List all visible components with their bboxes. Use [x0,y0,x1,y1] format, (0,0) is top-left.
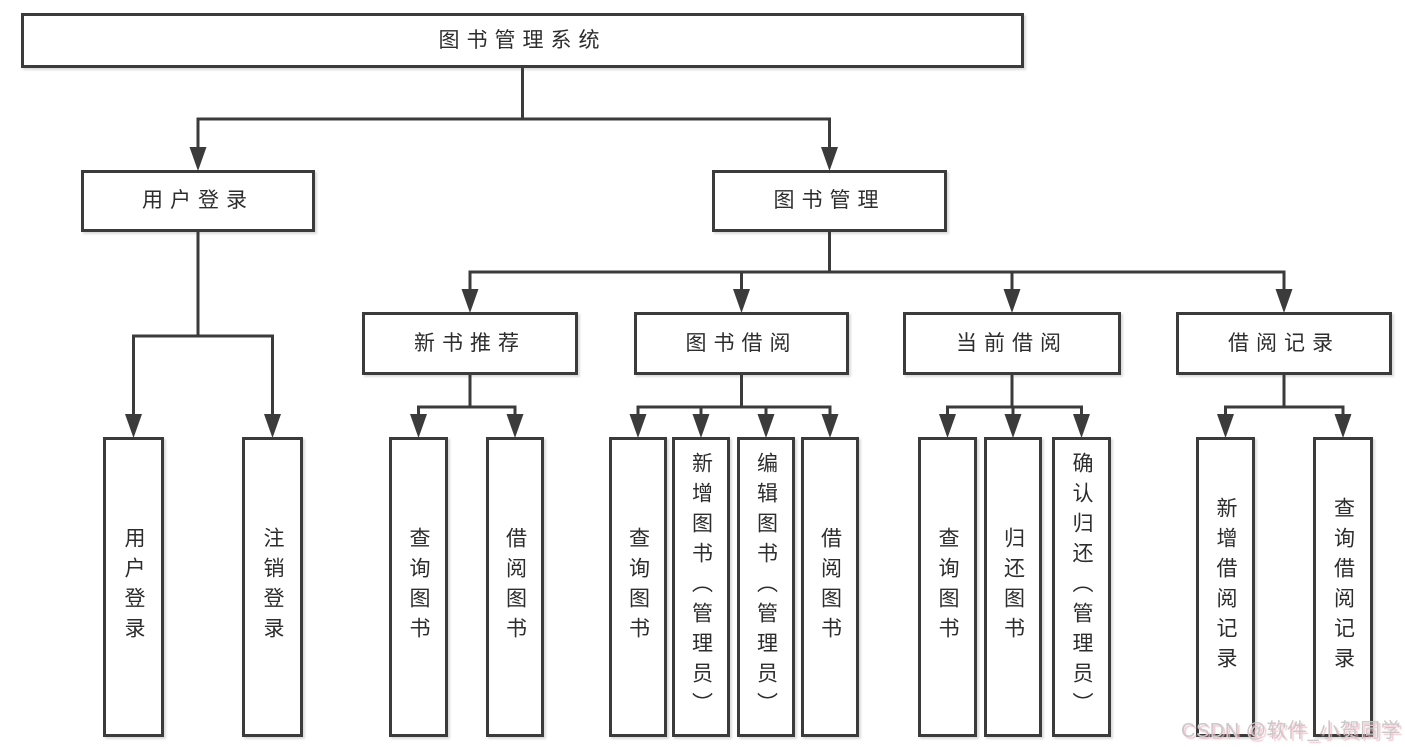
node-label-leaf-bb-query: 查询图书 [626,527,650,647]
node-label-leaf-br-query: 查询借阅记录 [1331,497,1355,677]
node-label-leaf-bb-borrow: 借阅图书 [818,527,842,647]
diagram-node-leaf-nbr-query: 查询图书 [389,437,448,737]
node-label-book-mgmt: 图书管理 [773,189,886,213]
diagram-node-root: 图书管理系统 [21,13,1024,68]
node-label-current-borrow: 当前借阅 [956,331,1068,355]
csdn-watermark: CSDN @软件_小贺同学 [1181,720,1402,742]
diagram-node-leaf-bb-edit: 编辑图书（管理员） [737,437,795,737]
node-label-leaf-user-login: 用户登录 [122,527,146,647]
arrowhead-current-borrow [1003,289,1021,313]
node-label-leaf-cb-query: 查询图书 [936,527,960,647]
diagram-node-leaf-br-query: 查询借阅记录 [1313,437,1373,737]
node-label-user-login: 用户登录 [142,189,254,213]
diagram-node-borrow-records: 借阅记录 [1176,312,1392,375]
arrowhead-leaf-logout [264,414,281,438]
arrowhead-leaf-bb-query [629,414,647,438]
diagram-node-leaf-bb-query: 查询图书 [609,437,667,737]
node-label-leaf-bb-add: 新增图书（管理员） [689,452,713,722]
diagram-node-user-login: 用户登录 [81,170,315,232]
node-label-root: 图书管理系统 [438,28,607,52]
node-label-new-book-rec: 新书推荐 [414,331,526,355]
diagram-node-leaf-cb-return: 归还图书 [984,437,1042,737]
node-label-leaf-nbr-borrow: 借阅图书 [503,527,527,647]
diagram-node-leaf-nbr-borrow: 借阅图书 [486,437,544,737]
diagram-node-leaf-br-add: 新增借阅记录 [1196,437,1255,737]
diagram-node-new-book-rec: 新书推荐 [362,312,578,375]
node-label-leaf-cb-return: 归还图书 [1001,527,1025,647]
node-label-leaf-cb-confirm: 确认归还（管理员） [1070,452,1094,722]
diagram-node-leaf-cb-confirm: 确认归还（管理员） [1052,437,1111,737]
arrowhead-user-login [189,147,207,171]
arrowhead-leaf-nbr-query [410,414,427,438]
diagram-node-leaf-logout: 注销登录 [242,437,303,737]
arrowhead-leaf-br-add [1217,414,1234,438]
diagram-node-book-borrow: 图书借阅 [634,312,849,375]
node-label-leaf-logout: 注销登录 [261,527,285,647]
node-label-leaf-bb-edit: 编辑图书（管理员） [754,452,778,722]
arrowhead-leaf-cb-return [1004,414,1022,438]
arrowhead-leaf-bb-edit [757,414,775,438]
arrowhead-new-book-rec [461,289,479,313]
arrowhead-book-mgmt [821,147,838,171]
arrowhead-borrow-records [1275,289,1293,313]
arrowhead-leaf-cb-confirm [1073,414,1090,438]
node-label-borrow-records: 借阅记录 [1228,331,1340,355]
node-label-leaf-nbr-query: 查询图书 [407,527,431,647]
arrowhead-book-borrow [733,289,750,313]
diagram-node-current-borrow: 当前借阅 [903,312,1121,375]
arrowhead-leaf-bb-add [692,414,710,438]
diagram-node-leaf-bb-borrow: 借阅图书 [801,437,859,737]
arrowhead-leaf-br-query [1334,414,1352,438]
diagram-node-leaf-bb-add: 新增图书（管理员） [672,437,730,737]
arrowhead-leaf-cb-query [939,414,956,438]
diagram-node-book-mgmt: 图书管理 [712,170,947,232]
node-label-book-borrow: 图书借阅 [685,331,798,355]
arrowhead-leaf-nbr-borrow [506,414,524,438]
arrowhead-leaf-bb-borrow [821,414,839,438]
diagram-node-leaf-cb-query: 查询图书 [918,437,977,737]
diagram-node-leaf-user-login: 用户登录 [103,437,164,737]
arrowhead-leaf-user-login [125,414,142,438]
node-label-leaf-br-add: 新增借阅记录 [1214,497,1238,677]
